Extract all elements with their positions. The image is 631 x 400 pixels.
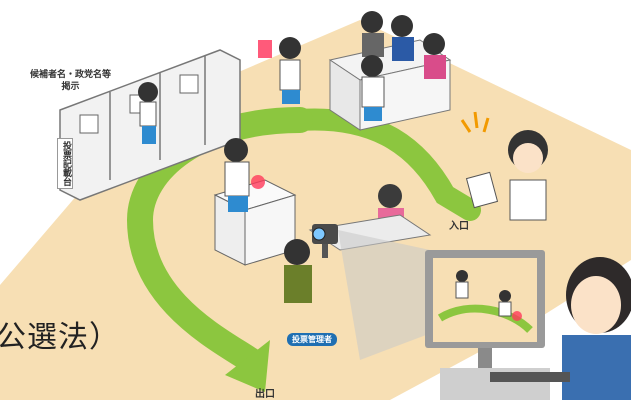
law-text-fragment: 公選法）: [0, 320, 120, 355]
exit-arrowhead: [225, 340, 270, 392]
booth-label: 投票記載台: [57, 138, 73, 189]
candidate-display-label: 候補者名・政党名等 掲示: [30, 70, 112, 92]
monitor: [425, 250, 550, 400]
voting-path-arrow: [289, 108, 481, 221]
official-badge: 投票管理者: [287, 333, 337, 346]
people: [138, 11, 548, 303]
exit-label: 出口: [255, 389, 275, 400]
operator: [490, 257, 631, 400]
camera-icon: [312, 224, 338, 258]
entrance-label: 入口: [449, 221, 469, 232]
